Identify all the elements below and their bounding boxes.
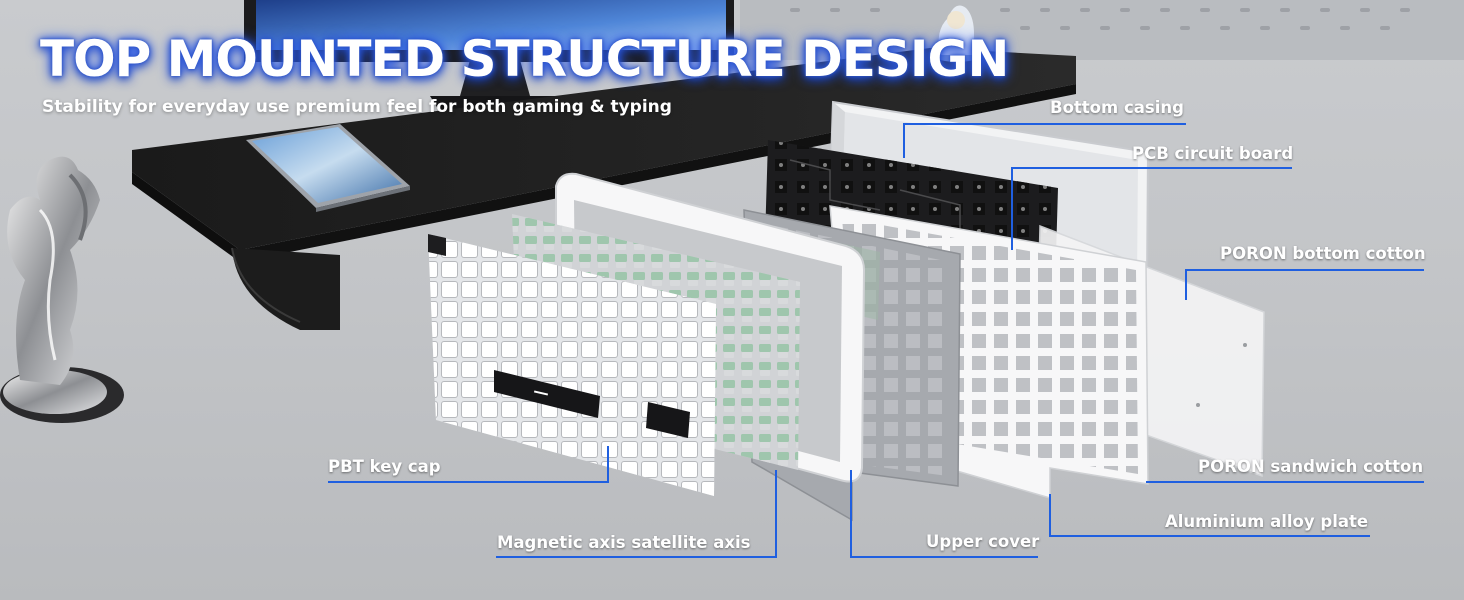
page-subtitle: Stability for everyday use premium feel … [42, 97, 672, 117]
callout-aluminium-alloy-plate: Aluminium alloy plate [1165, 512, 1369, 531]
smartphone [246, 124, 410, 212]
line-pcb [1011, 167, 1292, 250]
pegboard-wall [740, 0, 1464, 60]
callout-magnetic-satellite-axis: Magnetic axis satellite axis [497, 533, 751, 552]
page-title: TOP MOUNTED STRUCTURE DESIGN [40, 30, 1009, 88]
line-alloy-plate [1049, 494, 1370, 537]
callout-upper-cover: Upper cover [926, 532, 1040, 551]
callout-pbt-key-cap: PBT key cap [328, 457, 441, 476]
figurine [935, 5, 979, 62]
keycap-set [428, 234, 716, 496]
line-keycap [328, 446, 609, 483]
line-poron-bottom [1185, 269, 1424, 300]
monitor [244, 0, 780, 146]
silver-statue [0, 156, 124, 423]
callout-poron-sandwich-cotton: PORON sandwich cotton [1198, 457, 1424, 476]
line-satellite-axis [496, 470, 777, 558]
callout-poron-bottom-cotton: PORON bottom cotton [1220, 244, 1426, 263]
callout-bottom-casing: Bottom casing [1050, 98, 1184, 117]
line-bottom-casing [903, 123, 1186, 158]
line-upper-cover [850, 470, 1038, 558]
callout-pcb-circuit-board: PCB circuit board [1132, 144, 1294, 163]
callout-lines [328, 123, 1424, 558]
